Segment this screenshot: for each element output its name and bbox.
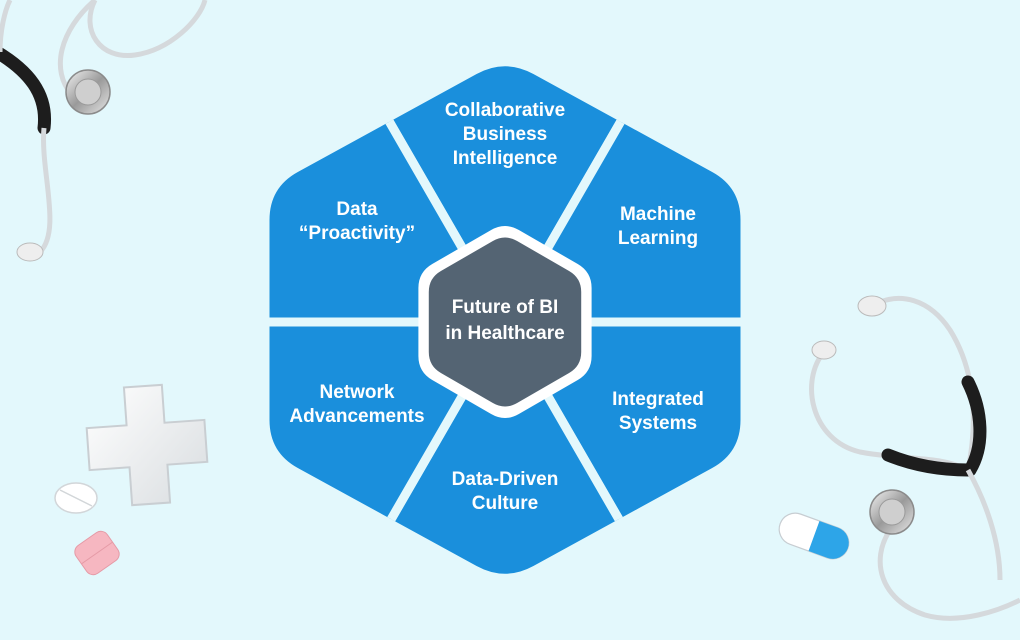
segment-label-upper-left: Data“Proactivity” — [299, 199, 415, 244]
tablet-icon — [54, 482, 98, 514]
segment-upper-left — [269, 66, 510, 327]
stethoscope-icon — [809, 295, 1020, 621]
stethoscope-icon — [0, 0, 208, 262]
capsule-icon — [778, 512, 850, 560]
center-core — [428, 237, 582, 407]
medical-cross-icon — [85, 383, 209, 507]
pill-icon — [74, 530, 120, 576]
